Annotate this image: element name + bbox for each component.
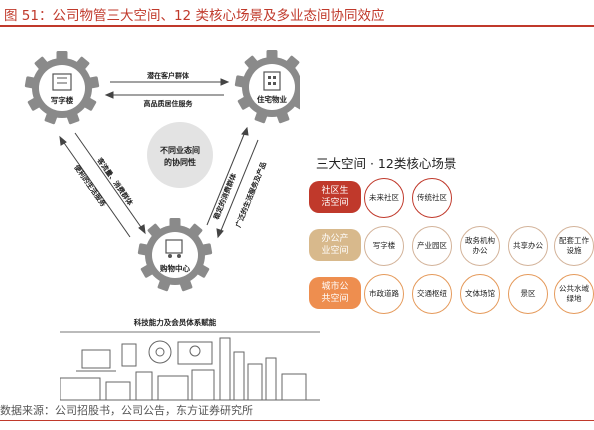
category-office-label: 办公产业空间 [321,234,349,256]
source-note: 数据来源：公司招股书，公司公告，东方证券研究所 [0,404,253,417]
gear-office: 写字楼 [24,51,100,125]
scene-label: 传统社区 [417,193,447,202]
scene-scenic-area: 景区 [508,274,548,314]
scene-label: 市政道路 [369,289,399,298]
monitor-icon [177,341,213,365]
gear-label-mall: 购物中心 [160,263,190,273]
category-public: 城市公共空间 [309,277,361,309]
scene-label: 共享办公 [513,241,543,250]
center-text-line2: 的协同性 [164,157,196,167]
scene-label: 未来社区 [369,193,399,202]
category-community: 社区生活空间 [309,181,361,213]
scene-supporting-facilities: 配套工作设施 [554,226,594,266]
gear-label-office: 写字楼 [51,95,74,105]
category-public-label: 城市公共空间 [321,282,349,304]
scene-industrial-park: 产业园区 [412,226,452,266]
scene-office-building: 写字楼 [364,226,404,266]
scene-shared-office: 共享办公 [508,226,548,266]
scene-future-community: 未来社区 [364,178,404,218]
scene-label: 文体场馆 [465,289,495,298]
gear-label-residential: 住宅物业 [257,94,287,104]
scene-public-waters: 公共水域绿地 [554,274,594,314]
gear-mall: 购物中心 [137,218,213,292]
scene-label: 交通枢纽 [417,289,447,298]
scene-government-office: 政务机构办公 [460,226,500,266]
residential-building-icon [263,71,281,91]
scene-label: 政务机构办公 [465,236,495,255]
arrow-mall-to-residential [206,131,246,226]
figure-title-text: 图 51：公司物管三大空间、12 类核心场景及多业态间协同效应 [4,8,385,24]
laptop-icon [81,349,111,369]
scene-sports-venue: 文体场馆 [460,274,500,314]
footer-label: 科技能力及会员体系赋能 [134,317,217,327]
gear-residential: 住宅物业 [234,50,300,124]
scene-traditional-community: 传统社区 [412,178,452,218]
scene-municipal-roads: 市政道路 [364,274,404,314]
bottom-divider [0,420,594,421]
phone-icon [121,343,137,367]
office-building-icon [52,73,72,91]
scene-label: 景区 [520,289,536,298]
label-right-outer: 稳定的消费群体 [212,171,239,221]
figure-title: 图 51：公司物管三大空间、12 类核心场景及多业态间协同效应 [0,2,594,24]
category-office: 办公产业空间 [309,229,361,261]
tower-icon [219,337,231,401]
arrow-mall-to-office [61,139,131,238]
scene-label: 产业园区 [417,241,447,250]
center-circle [147,122,213,188]
scene-label: 公共水域绿地 [559,284,589,303]
center-text-line1: 不同业态间 [160,145,200,155]
arrow-label-top-right: 潜在客户群体 [147,71,190,80]
scene-label: 写字楼 [372,241,396,250]
arrow-label-top-left: 高品质居住服务 [144,99,194,108]
category-community-label: 社区生活空间 [321,186,349,208]
panel-title: 三大空间 · 12类核心场景 [316,156,457,171]
scene-transport-hub: 交通枢纽 [412,274,452,314]
tech-illustration [60,331,320,401]
title-divider [0,25,594,27]
cloud-network-icon [148,340,172,364]
arrow-residential-to-mall [219,139,259,234]
shopping-cart-icon [165,239,183,254]
scene-label: 配套工作设施 [559,236,589,255]
synergy-diagram: 写字楼 住宅物业 购物中心 不同业态间 的协同性 潜在客户群体 高品质居住服务 … [24,50,300,327]
arrow-office-to-mall [74,132,144,231]
label-right-inner: 广泛的生活服务及产品 [234,160,269,228]
